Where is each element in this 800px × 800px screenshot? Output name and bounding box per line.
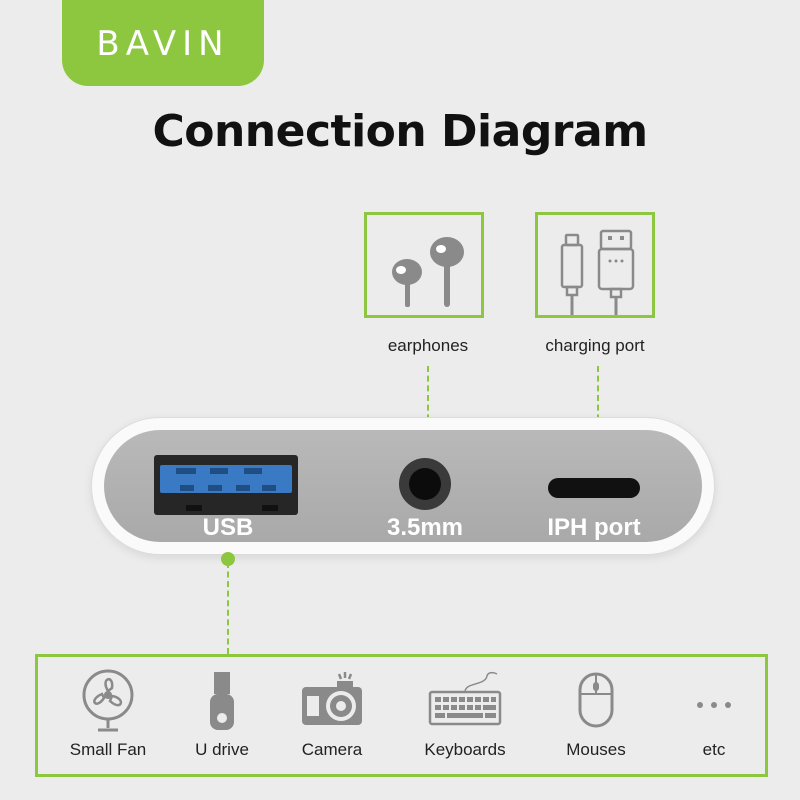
earphones-connector-line	[427, 366, 429, 430]
earphones-box	[364, 212, 484, 318]
lightning-port	[548, 478, 640, 498]
earphones-label: earphones	[387, 336, 469, 355]
usb-device-label: Mouses	[566, 740, 626, 759]
usb-connector-line	[227, 562, 229, 654]
charging-port-label: charging port	[545, 336, 645, 355]
camera-icon	[302, 672, 362, 725]
keyboard-icon	[428, 671, 502, 726]
usb-device-camera: Camera	[272, 660, 392, 770]
usb-device-etc: etc	[654, 660, 774, 770]
usb-device-label: U drive	[195, 740, 249, 759]
charging-port-box	[535, 212, 655, 318]
brand-logo-text: BAVIN	[96, 24, 230, 64]
usb-slot	[262, 505, 278, 511]
usb-pin	[208, 485, 222, 491]
usb-device-u-drive: U drive	[162, 660, 282, 770]
usb-device-label: Keyboards	[424, 740, 506, 759]
usb-port-label: USB	[202, 514, 254, 541]
usb-pin	[180, 485, 194, 491]
usb-devices-box	[35, 654, 768, 777]
mouse-icon	[578, 672, 614, 728]
audio-jack-label: 3.5mm	[386, 514, 464, 541]
usb-device-label: Small Fan	[69, 740, 147, 759]
usb-pin	[244, 468, 262, 474]
fan-icon	[82, 669, 134, 732]
usb-connector-dot	[221, 552, 235, 566]
lightning-usb-cable-icon	[560, 229, 635, 315]
usb-pin	[236, 485, 250, 491]
ellipsis-icon	[697, 702, 731, 708]
page-title: Connection Diagram	[152, 106, 648, 157]
charging-connector-line	[597, 366, 599, 430]
lightning-port-label: IPH port	[547, 514, 641, 541]
usb-device-keyboard: Keyboards	[405, 660, 525, 770]
usb-device-mouse: Mouses	[536, 660, 656, 770]
usb-device-label: etc	[702, 740, 726, 759]
usb-pin	[210, 468, 228, 474]
usb-pin	[262, 485, 276, 491]
earphones-icon	[392, 237, 464, 307]
usb-drive-icon	[210, 672, 234, 730]
audio-jack-hole	[409, 468, 441, 500]
usb-device-fan: Small Fan	[48, 660, 168, 770]
usb-slot	[186, 505, 202, 511]
usb-device-label: Camera	[301, 740, 363, 759]
brand-logo: BAVIN	[62, 0, 264, 86]
usb-pin	[176, 468, 196, 474]
